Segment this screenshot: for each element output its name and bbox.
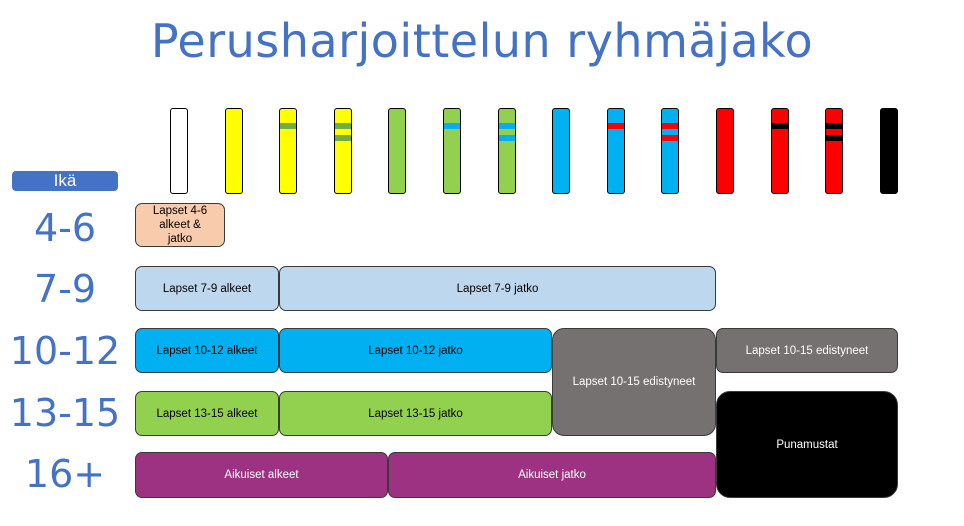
age-header: Ikä xyxy=(12,171,118,191)
age-label-10-12: 10-12 xyxy=(9,329,121,373)
group-lapset-10-15-edistyneet: Lapset 10-15 edistyneet xyxy=(552,328,716,436)
red-belt xyxy=(716,108,734,194)
green-belt xyxy=(388,108,406,194)
group-lapset-13-15-jatko: Lapset 13-15 jatko xyxy=(279,391,552,436)
belt-stripe xyxy=(662,123,678,129)
age-label-13-15: 13-15 xyxy=(9,391,121,435)
group-lapset-10-12-jatko: Lapset 10-12 jatko xyxy=(279,328,552,373)
group-punamustat: Punamustat xyxy=(716,391,898,498)
belt-stripe xyxy=(772,123,788,129)
yellow-belt-2-green xyxy=(334,108,352,194)
belt-stripe xyxy=(826,135,842,141)
group-aikuiset-alkeet: Aikuiset alkeet xyxy=(135,452,388,498)
age-label-7-9: 7-9 xyxy=(33,267,97,311)
red-belt-1-black xyxy=(771,108,789,194)
belt-stripe xyxy=(335,123,351,129)
yellow-belt xyxy=(225,108,243,194)
white-belt xyxy=(170,108,188,194)
belt-stripe xyxy=(335,135,351,141)
yellow-belt-1-green xyxy=(279,108,297,194)
page-title: Perusharjoittelun ryhmäjako xyxy=(150,14,814,68)
belt-stripe xyxy=(444,123,460,129)
blue-belt xyxy=(552,108,570,194)
age-label-4-6: 4-6 xyxy=(33,206,97,250)
age-label-16-plus: 16+ xyxy=(24,452,106,496)
group-lapset-13-15-alkeet: Lapset 13-15 alkeet xyxy=(135,391,279,436)
red-belt-2-black xyxy=(825,108,843,194)
belt-stripe xyxy=(662,135,678,141)
blue-belt-1-red xyxy=(607,108,625,194)
belt-stripe xyxy=(499,135,515,141)
belt-stripe xyxy=(826,123,842,129)
belt-stripe xyxy=(608,123,624,129)
belt-stripe xyxy=(499,123,515,129)
group-lapset-10-12-alkeet: Lapset 10-12 alkeet xyxy=(135,328,279,373)
group-lapset-10-15-edistyneet-advanced: Lapset 10-15 edistyneet xyxy=(716,328,898,373)
group-lapset-4-6: Lapset 4-6 alkeet & jatko xyxy=(135,203,225,247)
blue-belt-2-red xyxy=(661,108,679,194)
group-lapset-7-9-alkeet: Lapset 7-9 alkeet xyxy=(135,266,279,311)
green-belt-2-blue xyxy=(498,108,516,194)
group-lapset-7-9-jatko: Lapset 7-9 jatko xyxy=(279,266,716,311)
group-aikuiset-jatko: Aikuiset jatko xyxy=(388,452,716,498)
belt-stripe xyxy=(280,123,296,129)
black-belt xyxy=(880,108,898,194)
green-belt-1-blue xyxy=(443,108,461,194)
